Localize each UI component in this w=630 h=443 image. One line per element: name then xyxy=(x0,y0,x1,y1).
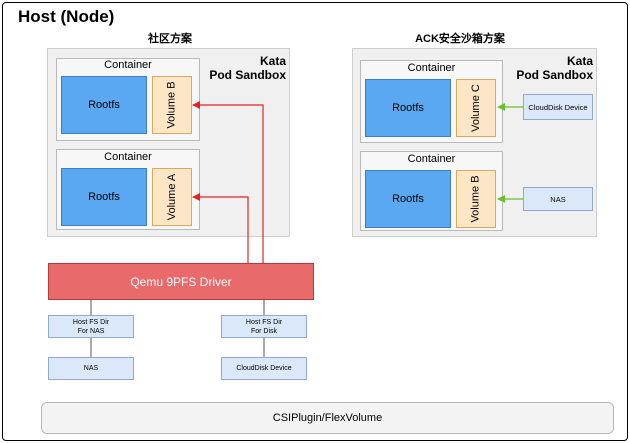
dir-label-line2: For NAS xyxy=(77,327,105,335)
ack-clouddisk-device: CloudDisk Device xyxy=(523,94,593,120)
sandbox-label-line1: Kata xyxy=(259,54,286,68)
ack-nas-device: NAS xyxy=(523,187,593,211)
sandbox-label-line2: Pod Sandbox xyxy=(209,68,286,82)
volume-c-box: Volume C xyxy=(456,79,496,137)
container-label: Container xyxy=(104,59,152,71)
volume-b-box: Volume B xyxy=(456,170,496,228)
rootfs-box: Rootfs xyxy=(365,170,451,228)
clouddisk-backend: CloudDisk Device xyxy=(221,357,307,380)
dir-label-line1: Host FS Dir xyxy=(72,318,110,326)
sandbox-label-line1: Kata xyxy=(566,54,593,68)
host-fs-dir-nas: Host FS Dir For NAS xyxy=(48,315,134,338)
ack-sandbox-label: Kata Pod Sandbox xyxy=(505,54,593,82)
community-solution-title: 社区方案 xyxy=(148,33,192,45)
backend-label: NAS xyxy=(83,365,99,372)
backend-label: CloudDisk Device xyxy=(236,365,292,372)
csi-plugin-bar: CSIPlugin/FlexVolume xyxy=(41,402,614,434)
volume-label: Volume B xyxy=(470,175,482,223)
volume-label: Volume B xyxy=(166,81,178,129)
ack-solution-title: ACK安全沙箱方案 xyxy=(415,33,505,45)
volume-label: Volume C xyxy=(470,84,483,132)
community-sandbox-label: Kata Pod Sandbox xyxy=(200,54,286,82)
nas-backend: NAS xyxy=(48,357,134,380)
container-label: Container xyxy=(104,151,152,163)
device-label: NAS xyxy=(550,194,566,204)
sandbox-label-line2: Pod Sandbox xyxy=(516,68,593,82)
rootfs-box: Rootfs xyxy=(365,79,451,137)
host-title: Host (Node) xyxy=(18,7,115,26)
qemu-9pfs-driver: Qemu 9PFS Driver xyxy=(48,263,314,300)
dir-label-line1: Host FS Dir xyxy=(245,318,283,326)
rootfs-box: Rootfs xyxy=(61,76,147,134)
volume-label: Volume A xyxy=(166,173,179,221)
host-fs-dir-disk: Host FS Dir For Disk xyxy=(221,315,307,338)
container-label: Container xyxy=(407,62,456,74)
rootfs-box: Rootfs xyxy=(61,168,147,226)
container-label: Container xyxy=(407,153,456,165)
volume-b-box: Volume B xyxy=(152,76,192,134)
dir-label-line2: For Disk xyxy=(250,327,278,335)
device-label: CloudDisk Device xyxy=(528,102,588,112)
volume-a-box: Volume A xyxy=(152,168,192,226)
